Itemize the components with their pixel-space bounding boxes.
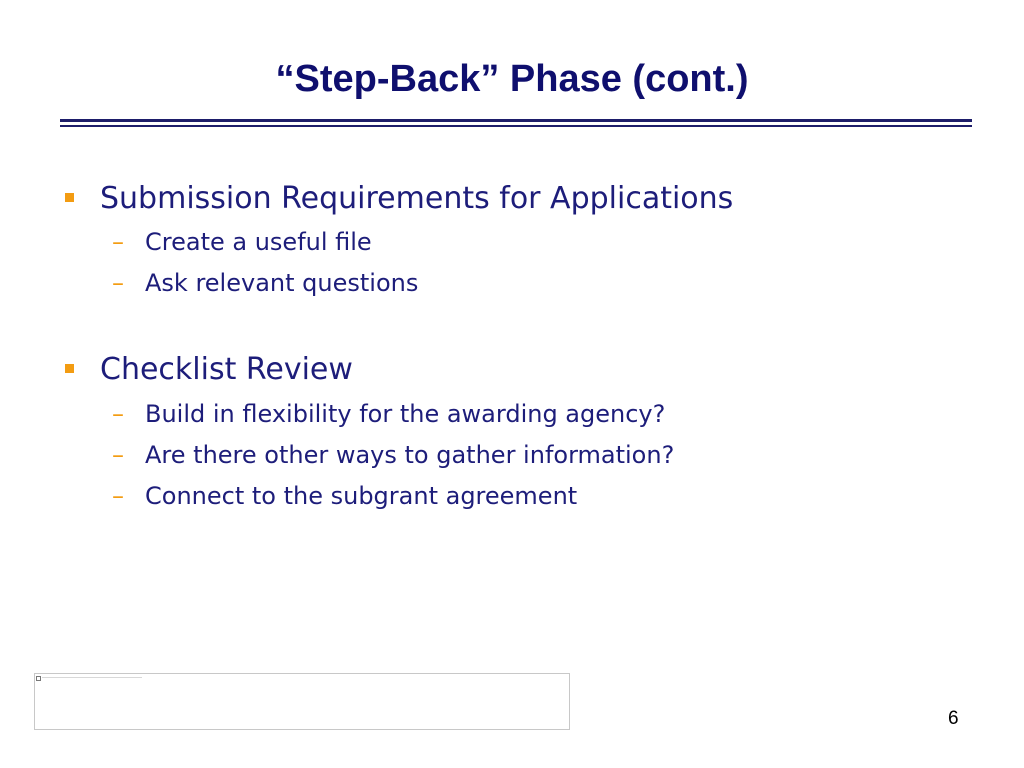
dash-bullet-icon: – bbox=[112, 228, 124, 256]
square-bullet-icon bbox=[65, 193, 74, 202]
note-fine-line bbox=[42, 677, 142, 678]
note-marker-icon bbox=[36, 676, 41, 681]
dash-bullet-icon: – bbox=[112, 269, 124, 297]
dash-bullet-icon: – bbox=[112, 441, 124, 469]
sub-item-text: Build in flexibility for the awarding ag… bbox=[145, 400, 666, 428]
dash-bullet-icon: – bbox=[112, 400, 124, 428]
notes-box bbox=[34, 673, 570, 730]
page-number: 6 bbox=[948, 708, 959, 729]
square-bullet-icon bbox=[65, 364, 74, 373]
bullet-text: Submission Requirements for Applications bbox=[100, 181, 734, 216]
bullet-text: Checklist Review bbox=[100, 352, 353, 387]
sub-item-text: Ask relevant questions bbox=[145, 269, 419, 297]
sub-item-text: Are there other ways to gather informati… bbox=[145, 441, 675, 469]
slide-title: “Step-Back” Phase (cont.) bbox=[275, 58, 749, 100]
title-divider-top bbox=[60, 119, 972, 122]
sub-item-text: Connect to the subgrant agreement bbox=[145, 482, 578, 510]
title-divider-bottom bbox=[60, 125, 972, 127]
dash-bullet-icon: – bbox=[112, 482, 124, 510]
sub-item-text: Create a useful file bbox=[145, 228, 372, 256]
